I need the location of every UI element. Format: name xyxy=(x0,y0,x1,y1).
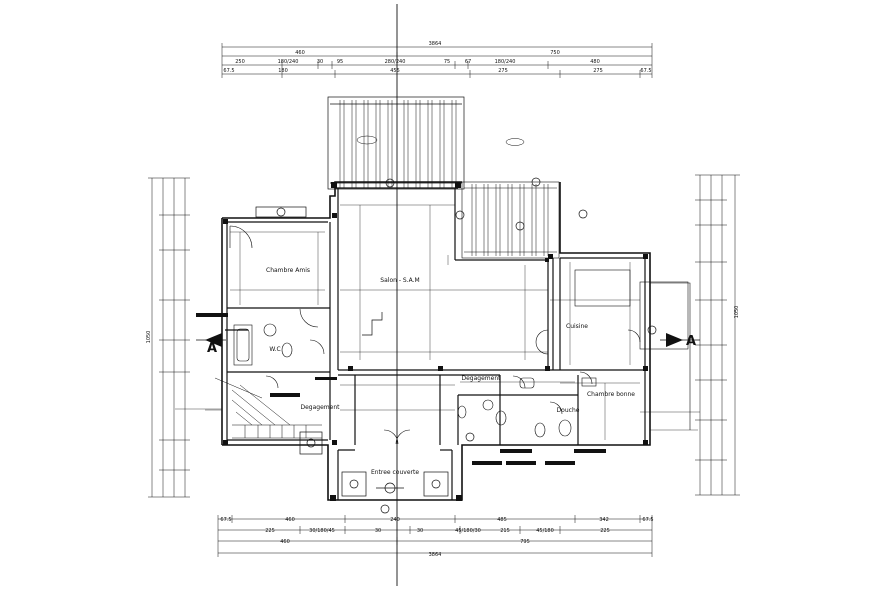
section-label-right: A xyxy=(686,334,696,349)
top-terrace xyxy=(327,96,465,190)
dim-top-r3-7: 180/240 xyxy=(495,59,516,65)
dim-top-r3-2: 30 xyxy=(317,59,323,65)
room-label-degagement-left: Degagement xyxy=(301,404,341,411)
dim-bottom-r3-a: 460 xyxy=(280,539,290,545)
steps-symbol xyxy=(362,312,383,336)
dim-top-r4-4: 275 xyxy=(593,68,603,74)
room-label-entree: Entree couverte xyxy=(371,469,419,476)
dim-bottom-r1-0: 67.5 xyxy=(220,517,231,523)
dim-top-r4-0: 67.5 xyxy=(223,68,234,74)
top-dimension-labels: 3864 460 750 250 180/240 30 95 280/240 7… xyxy=(223,41,651,74)
dim-bottom-r1-5: 67.5 xyxy=(642,517,653,523)
dim-bottom-r1-3: 485 xyxy=(497,517,507,523)
room-labels: Chambre Amis Salon - S.A.M Cuisine Degag… xyxy=(266,267,635,476)
room-label-degagement-right: Degagement xyxy=(462,375,502,382)
right-terrace-outline xyxy=(650,282,691,430)
dim-top-r3-8: 480 xyxy=(590,59,600,65)
dim-bottom-r2-0: 225 xyxy=(265,528,275,534)
post-symbols xyxy=(255,177,657,514)
dim-bottom-r1-4: 342 xyxy=(599,517,609,523)
door-swings xyxy=(229,225,641,445)
dim-bottom-r3-b: 795 xyxy=(520,539,530,545)
bottom-dimension-chains xyxy=(217,515,653,557)
dim-left-total: 1050 xyxy=(146,331,152,344)
top-dimension-chains xyxy=(221,43,653,78)
right-dimension-chains xyxy=(695,174,740,496)
staircase xyxy=(214,377,322,439)
internal-dimension-lines xyxy=(175,204,700,440)
dim-top-r3-6: 67 xyxy=(465,59,471,65)
dim-bottom-r1-2: 240 xyxy=(390,517,400,523)
exterior-walls xyxy=(221,181,651,501)
dim-top-r4-1: 180 xyxy=(278,68,288,74)
room-label-salon: Salon - S.A.M xyxy=(380,277,419,284)
room-label-chambre-bonne: Chambre bonne xyxy=(587,391,635,398)
section-label-left: A xyxy=(207,341,217,356)
dim-top-a: 460 xyxy=(295,50,305,56)
dim-bottom-r2-3: 30 xyxy=(417,528,423,534)
dim-bottom-r1-1: 460 xyxy=(285,517,295,523)
interior-walls xyxy=(225,187,646,500)
structural-columns xyxy=(223,182,648,501)
level-marker xyxy=(356,135,378,145)
dim-bottom-r2-2: 30 xyxy=(375,528,381,534)
dim-top-r4-5: 67.5 xyxy=(640,68,651,74)
bottom-dimension-labels: 67.5 460 240 485 342 67.5 225 30/180/45 … xyxy=(220,517,653,558)
section-marker-right: A xyxy=(660,333,700,349)
dim-bottom-total: 3864 xyxy=(429,552,442,558)
level-marker xyxy=(505,138,525,146)
dim-bottom-r2-1: 30/180/45 xyxy=(309,528,335,534)
dim-bottom-r2-7: 225 xyxy=(600,528,610,534)
dim-top-r3-5: 75 xyxy=(444,59,450,65)
dim-right-total: 1050 xyxy=(734,306,740,319)
dim-top-r3-1: 180/240 xyxy=(278,59,299,65)
room-label-chambre-amis: Chambre Amis xyxy=(266,267,310,274)
room-label-douche: Douche xyxy=(557,407,580,414)
dim-top-r3-0: 250 xyxy=(235,59,245,65)
dim-top-r4-3: 275 xyxy=(498,68,508,74)
room-label-wc: W.C xyxy=(269,346,280,353)
dim-top-r3-4: 280/240 xyxy=(385,59,406,65)
dim-bottom-r2-4: 45/180/30 xyxy=(455,528,481,534)
sanitary-fixtures xyxy=(233,269,689,438)
section-marker-left: A xyxy=(196,333,226,356)
callout-tags xyxy=(196,313,606,465)
dim-top-total: 3864 xyxy=(429,41,442,47)
dim-bottom-r2-6: 45/180 xyxy=(536,528,554,534)
dim-top-r3-3: 95 xyxy=(337,59,343,65)
dim-top-b: 750 xyxy=(550,50,560,56)
dim-top-r4-2: 455 xyxy=(390,68,400,74)
room-label-cuisine: Cuisine xyxy=(566,323,588,330)
left-dimension-chains xyxy=(148,177,190,498)
dim-bottom-r2-5: 215 xyxy=(500,528,510,534)
right-terrace xyxy=(461,181,560,259)
